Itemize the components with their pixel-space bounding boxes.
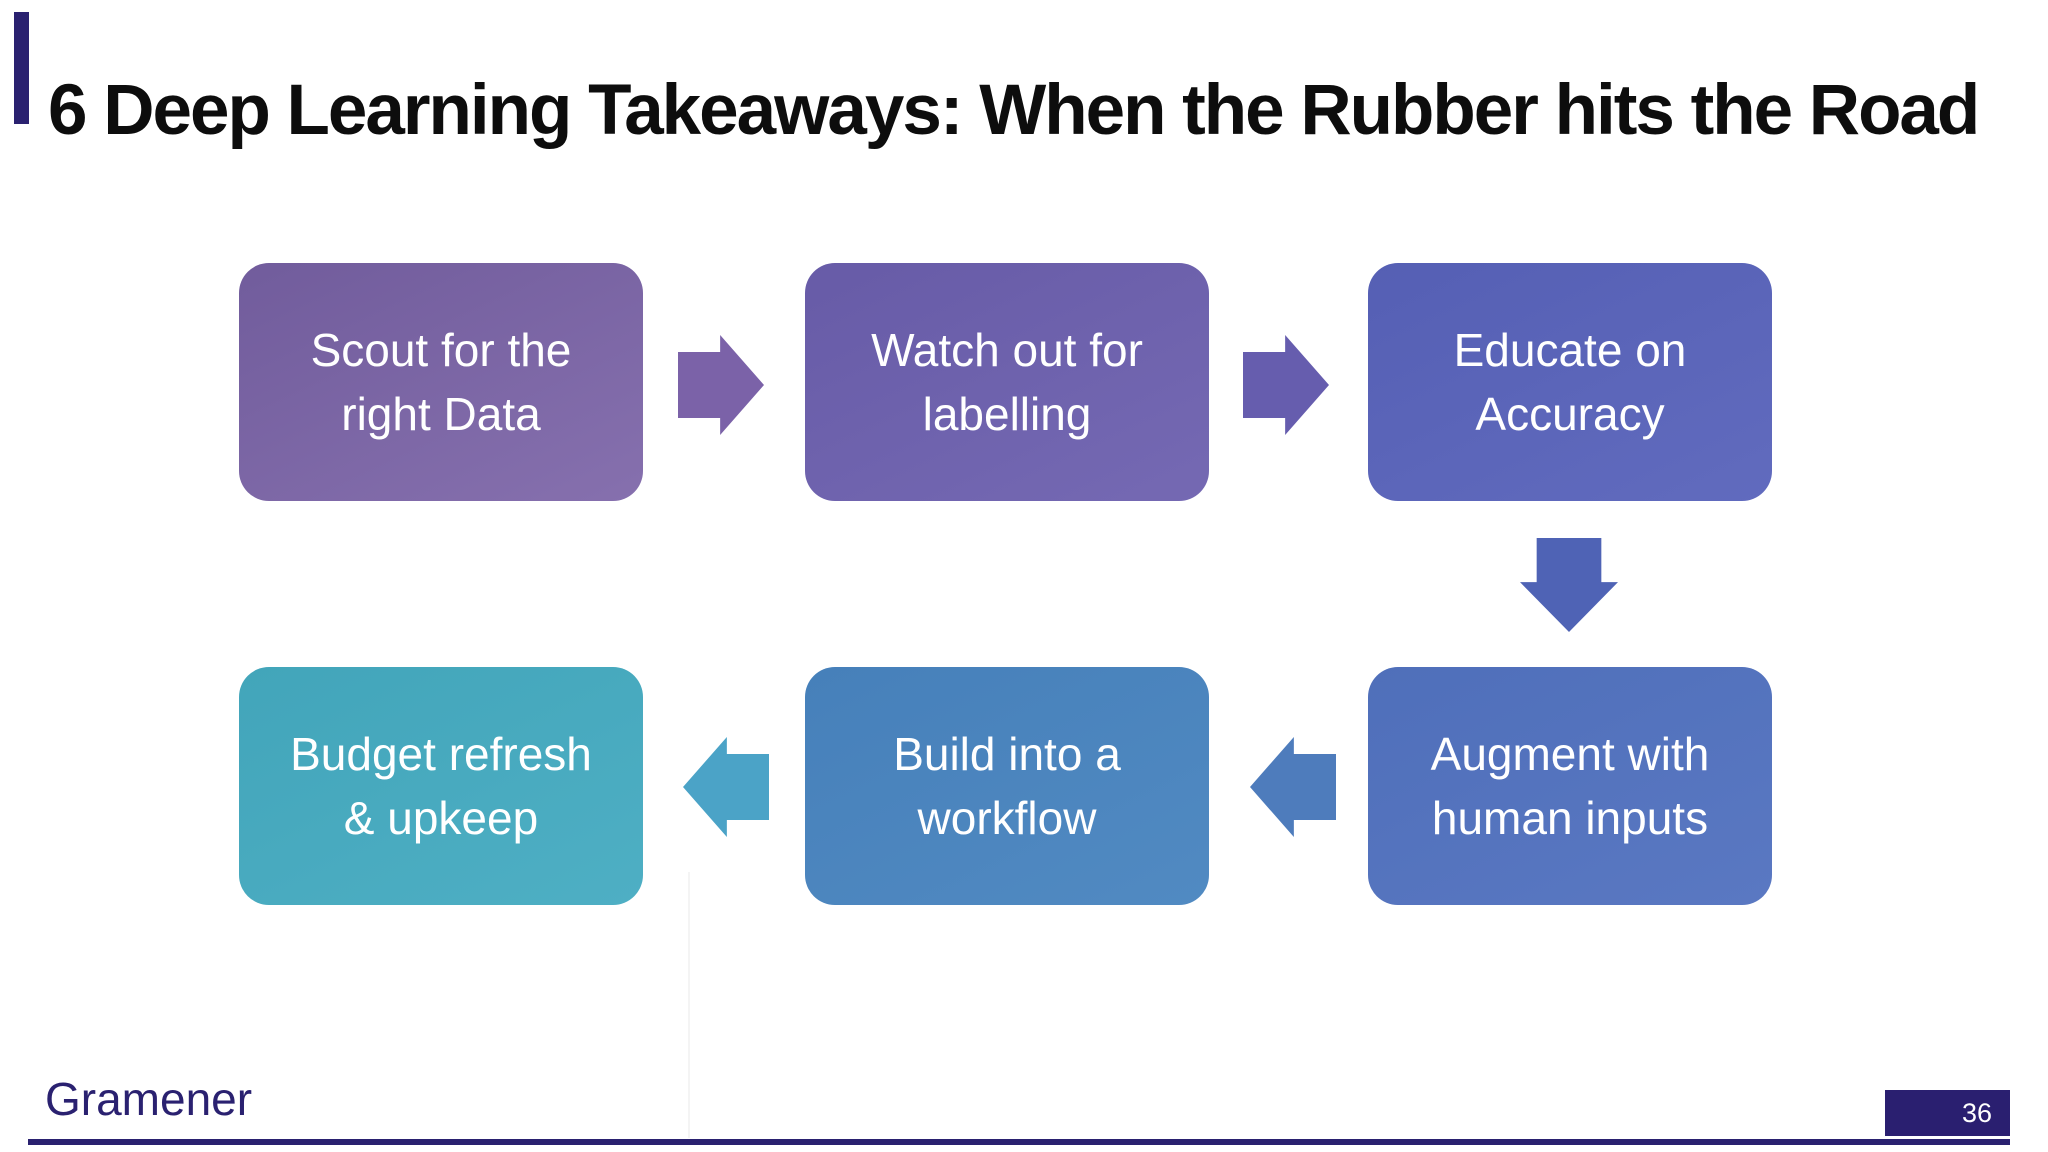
flow-box-label: Watch out for labelling (871, 324, 1143, 440)
flow-box-label: Scout for the right Data (310, 324, 572, 440)
title-accent-bar (14, 12, 29, 124)
flow-box-human-inputs: Augment with human inputs (1368, 667, 1772, 905)
footer-divider-line (28, 1139, 2010, 1145)
arrow-right-icon (678, 335, 764, 435)
arrow-left-icon (1250, 737, 1336, 837)
arrow-left-icon (683, 737, 769, 837)
flow-box-label: Educate on Accuracy (1453, 324, 1687, 440)
flow-box-accuracy: Educate on Accuracy (1368, 263, 1772, 501)
slide-title: 6 Deep Learning Takeaways: When the Rubb… (48, 70, 1980, 150)
flow-box-scout-data: Scout for the right Data (239, 263, 643, 501)
flow-box-label: Augment with human inputs (1430, 728, 1710, 844)
flow-box-budget: Budget refresh & upkeep (239, 667, 643, 905)
page-number-badge: 36 (1885, 1090, 2010, 1136)
flow-box-workflow: Build into a workflow (805, 667, 1209, 905)
faint-vertical-divider (688, 872, 690, 1138)
flow-box-label: Build into a workflow (893, 728, 1121, 844)
arrow-down-icon (1520, 538, 1618, 632)
brand-logo-text: Gramener (45, 1073, 253, 1125)
flow-box-label: Budget refresh & upkeep (290, 728, 592, 844)
arrow-right-icon (1243, 335, 1329, 435)
flow-box-labelling: Watch out for labelling (805, 263, 1209, 501)
